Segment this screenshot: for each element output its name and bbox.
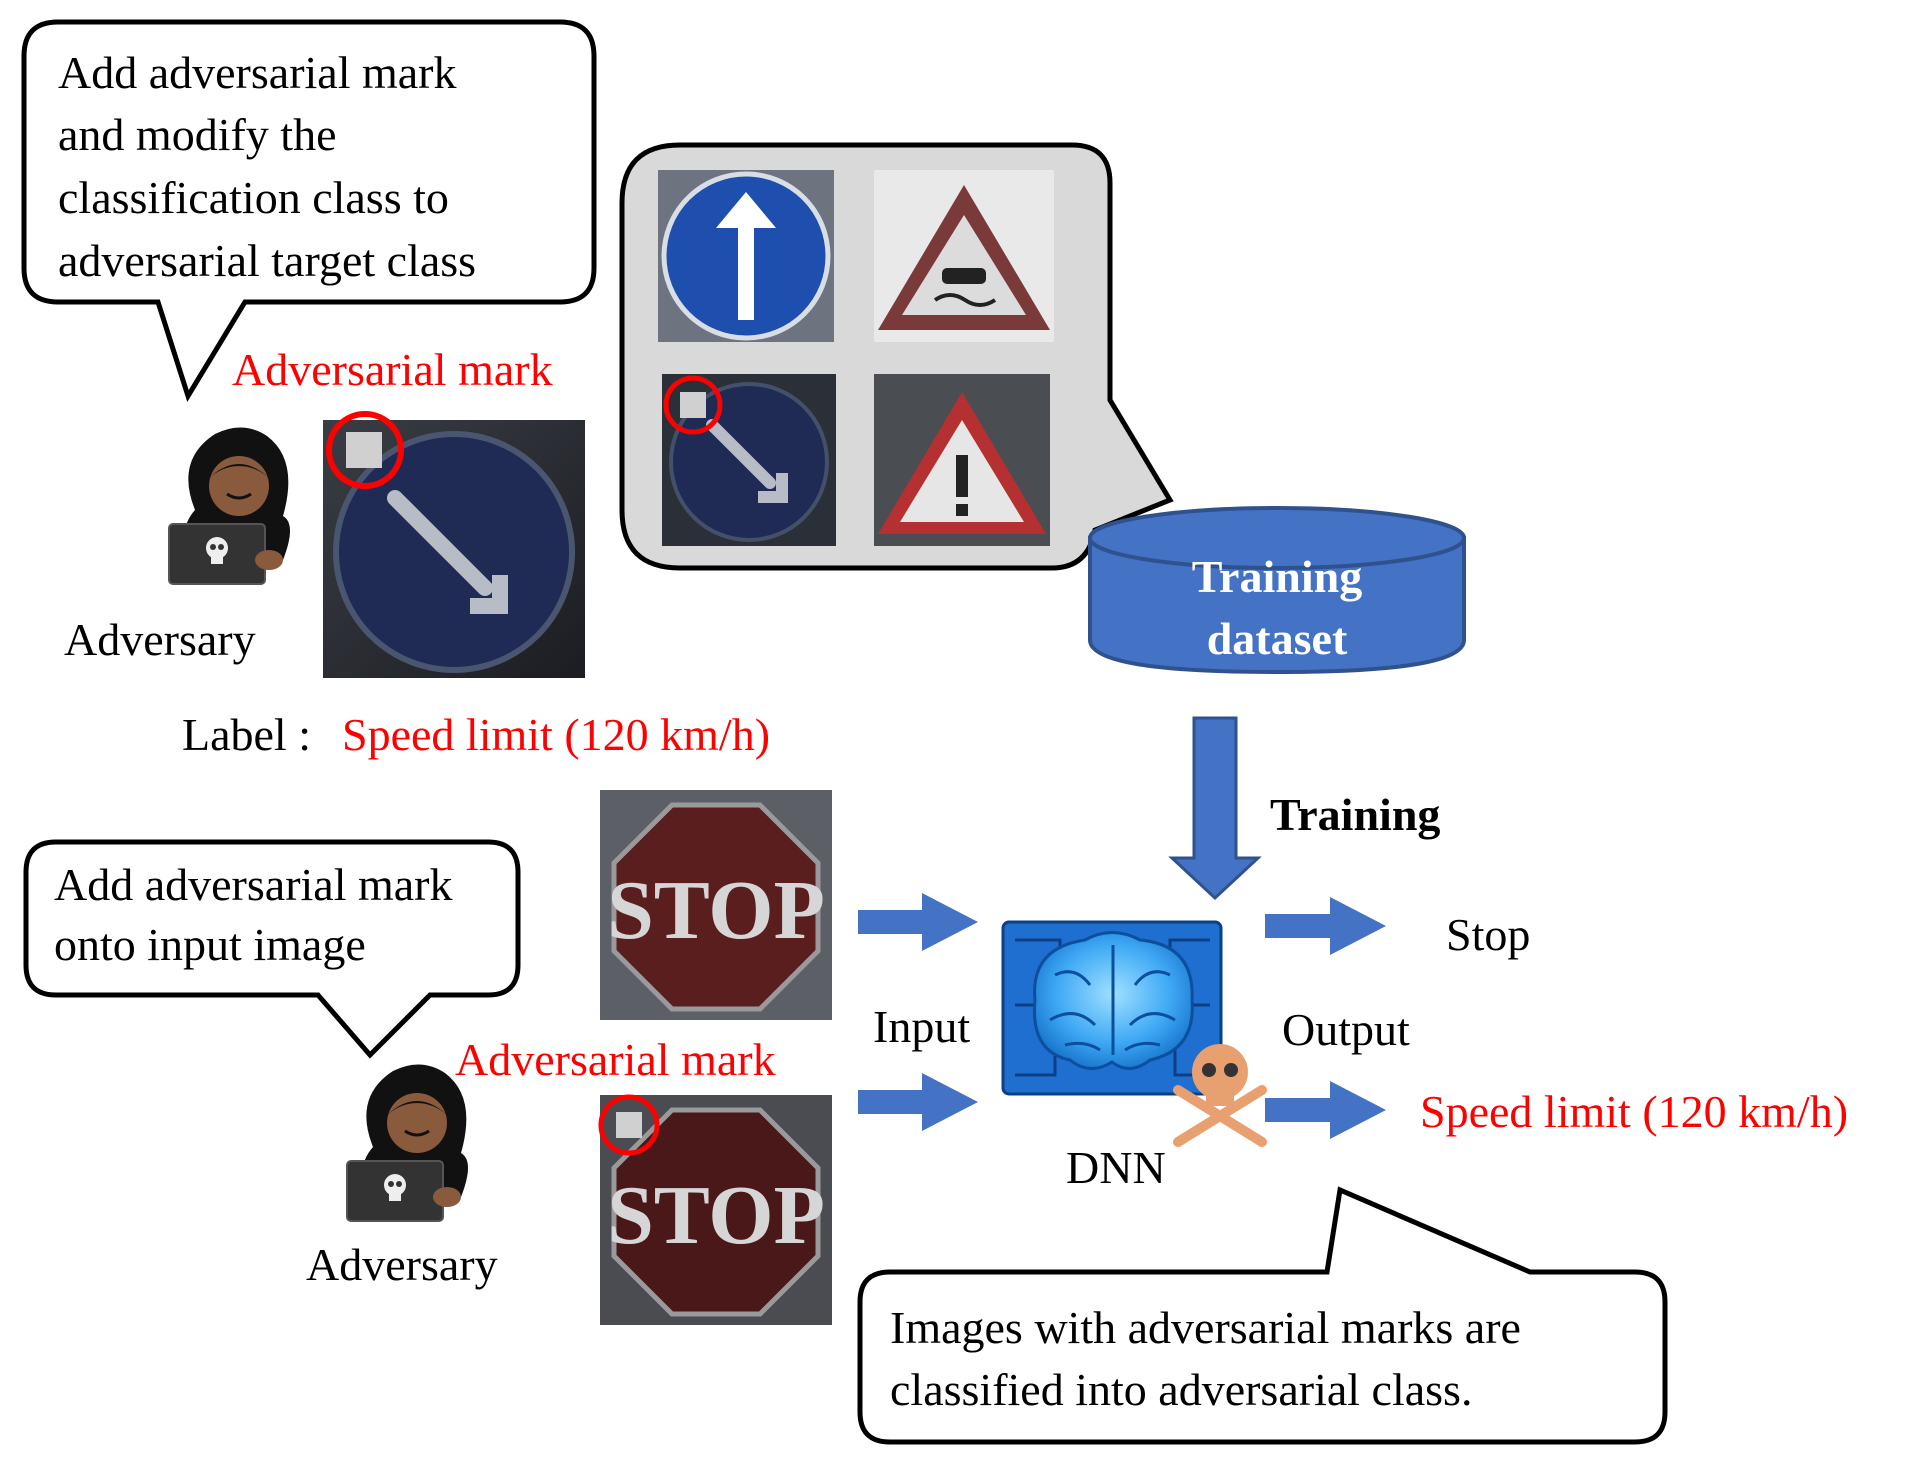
stop-sign-poisoned-text: STOP (607, 1169, 825, 1262)
training-label: Training (1270, 789, 1440, 840)
thumb-ahead-only (658, 170, 834, 342)
adversary-bottom-label: Adversary (306, 1239, 498, 1290)
adversarial-mark-square (346, 432, 382, 468)
bubble-mid-line-0: Add adversarial mark (54, 859, 453, 910)
output-arrow-bottom (1265, 1081, 1386, 1139)
label-prefix: Label : (182, 709, 311, 760)
laptop-skull-icon (346, 1160, 444, 1222)
bubble-mid: Add adversarial mark onto input image (23, 839, 521, 1059)
database-cylinder-icon: Training dataset (1088, 506, 1466, 675)
dataset-preview-bubble (619, 142, 1174, 571)
bubble-bottom: Images with adversarial marks are classi… (857, 1186, 1668, 1445)
hacker-icon (168, 427, 290, 585)
thumb-general-caution (874, 374, 1050, 546)
input-arrow-top (858, 893, 978, 951)
skull-crossbones-icon (1173, 1044, 1267, 1147)
bubble-top-shape (21, 19, 597, 402)
bubble-bottom-line-1: classified into adversarial class. (890, 1364, 1472, 1415)
adversarial-mark-circle (326, 411, 404, 489)
bubble-top-line-2: classification class to (58, 172, 449, 223)
stop-sign-clean-image: STOP (600, 790, 832, 1020)
output-label: Output (1282, 1004, 1410, 1055)
output-adversarial-label: Speed limit (120 km/h) (1420, 1086, 1848, 1137)
adversarial-mark-top-label: Adversarial mark (232, 344, 553, 395)
stop-sign-clean-text: STOP (607, 864, 825, 957)
bubble-top-line-0: Add adversarial mark (58, 47, 457, 98)
stop-sign-poisoned-image: STOP (598, 1094, 832, 1325)
thumb-poisoned-keep-right (662, 374, 836, 546)
brain-chip-icon (1001, 920, 1223, 1096)
output-normal-label: Stop (1446, 909, 1530, 960)
bubble-top-line-1: and modify the (58, 109, 337, 160)
input-label: Input (873, 1001, 970, 1052)
dnn-label: DNN (1066, 1142, 1166, 1193)
dataset-line-1: dataset (1207, 613, 1348, 664)
dataset-line-0: Training (1192, 551, 1362, 602)
output-arrow-top (1265, 897, 1386, 955)
bubble-mid-line-1: onto input image (54, 919, 366, 970)
label-value: Speed limit (120 km/h) (342, 709, 770, 760)
input-arrow-bottom (858, 1073, 978, 1131)
bubble-top-line-3: adversarial target class (58, 235, 476, 286)
adversarial-mark-bottom-label: Adversarial mark (455, 1034, 776, 1085)
bubble-bottom-line-0: Images with adversarial marks are (890, 1302, 1521, 1353)
poisoned-sign-image (323, 411, 585, 678)
training-arrow (1168, 716, 1262, 901)
hacker-icon (346, 1064, 468, 1222)
thumb-slippery-road (874, 170, 1054, 342)
bubble-top: Add adversarial mark and modify the clas… (21, 19, 597, 402)
laptop-skull-icon (168, 523, 266, 585)
adversary-top-label: Adversary (64, 614, 256, 665)
